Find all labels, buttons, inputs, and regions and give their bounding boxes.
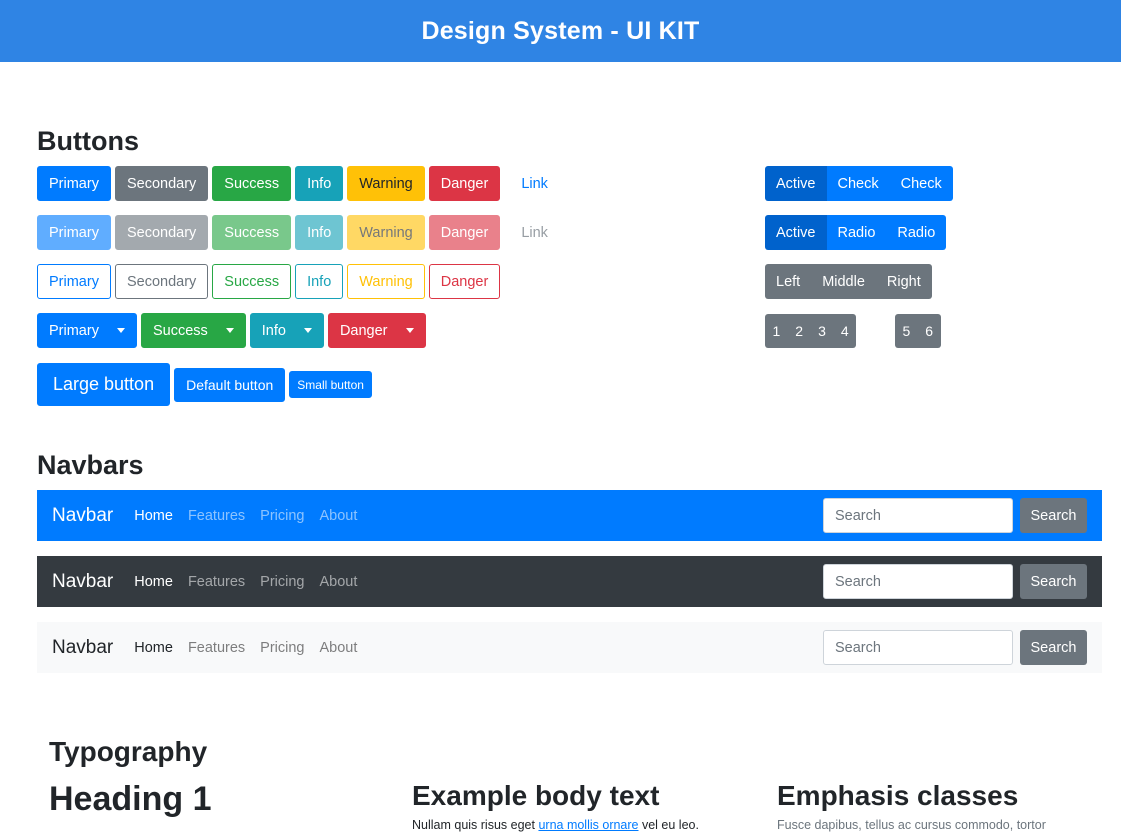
middle-button[interactable]: Middle xyxy=(811,264,876,299)
radio-button[interactable]: Radio xyxy=(827,215,887,250)
navbars-heading: Navbars xyxy=(37,450,144,481)
pagination-group-b: 5 6 xyxy=(895,314,941,348)
caret-down-icon xyxy=(406,328,414,333)
nav-link-about[interactable]: About xyxy=(320,508,358,524)
navbar-dark: Navbar Home Features Pricing About Searc… xyxy=(37,556,1102,607)
danger-dropdown-button[interactable]: Danger xyxy=(328,313,426,348)
nav-link-home[interactable]: Home xyxy=(134,574,173,590)
caret-down-icon xyxy=(117,328,125,333)
warning-button-disabled: Warning xyxy=(347,215,424,250)
primary-button-disabled: Primary xyxy=(37,215,111,250)
search-input[interactable]: Search xyxy=(823,498,1013,533)
search-button[interactable]: Search xyxy=(1020,630,1087,665)
radio-active-button[interactable]: Active xyxy=(765,215,827,250)
primary-button[interactable]: Primary xyxy=(37,166,111,201)
nav-link-about[interactable]: About xyxy=(320,574,358,590)
right-button[interactable]: Right xyxy=(876,264,932,299)
button-sizes-row: Large button Default button Small button xyxy=(37,363,372,406)
success-dropdown-button[interactable]: Success xyxy=(141,313,246,348)
emphasis-heading: Emphasis classes xyxy=(777,780,1018,812)
search-button[interactable]: Search xyxy=(1020,498,1087,533)
body-text-heading: Example body text xyxy=(412,780,659,812)
page-button[interactable]: 5 xyxy=(895,314,918,348)
success-dropdown-label: Success xyxy=(153,323,208,339)
body-text-paragraph: Nullam quis risus eget urna mollis ornar… xyxy=(412,818,699,832)
page-button[interactable]: 1 xyxy=(765,314,788,348)
page-button[interactable]: 3 xyxy=(811,314,834,348)
page-button[interactable]: 4 xyxy=(833,314,856,348)
left-button[interactable]: Left xyxy=(765,264,811,299)
info-dropdown-label: Info xyxy=(262,323,286,339)
caret-down-icon xyxy=(304,328,312,333)
emphasis-muted-text: Fusce dapibus, tellus ac cursus commodo,… xyxy=(777,818,1046,832)
heading-1-sample: Heading 1 xyxy=(49,780,211,819)
body-text-link[interactable]: urna mollis ornare xyxy=(538,818,638,832)
search-button[interactable]: Search xyxy=(1020,564,1087,599)
body-text-start: Nullam quis risus eget xyxy=(412,818,538,832)
solid-buttons-row: Primary Secondary Success Info Warning D… xyxy=(37,166,565,201)
caret-down-icon xyxy=(226,328,234,333)
navbar-brand[interactable]: Navbar xyxy=(52,505,113,527)
nav-link-features[interactable]: Features xyxy=(188,574,245,590)
secondary-button-disabled: Secondary xyxy=(115,215,208,250)
outline-buttons-row: Primary Secondary Success Info Warning D… xyxy=(37,264,500,299)
small-button[interactable]: Small button xyxy=(289,371,372,398)
typography-heading: Typography xyxy=(49,736,207,768)
success-button[interactable]: Success xyxy=(212,166,291,201)
nav-link-features[interactable]: Features xyxy=(188,508,245,524)
primary-dropdown-label: Primary xyxy=(49,323,99,339)
success-button-disabled: Success xyxy=(212,215,291,250)
buttons-heading: Buttons xyxy=(37,126,139,157)
primary-dropdown-button[interactable]: Primary xyxy=(37,313,137,348)
info-dropdown-button[interactable]: Info xyxy=(250,313,324,348)
default-button[interactable]: Default button xyxy=(174,368,285,402)
navbar-brand[interactable]: Navbar xyxy=(52,637,113,659)
nav-link-pricing[interactable]: Pricing xyxy=(260,574,304,590)
page-header: Design System - UI KIT xyxy=(0,0,1121,62)
nav-link-pricing[interactable]: Pricing xyxy=(260,640,304,656)
navbar-brand[interactable]: Navbar xyxy=(52,571,113,593)
navbar-light: Navbar Home Features Pricing About Searc… xyxy=(37,622,1102,673)
danger-button[interactable]: Danger xyxy=(429,166,501,201)
radio-button[interactable]: Radio xyxy=(886,215,946,250)
search-input[interactable]: Search xyxy=(823,564,1013,599)
navbar-primary: Navbar Home Features Pricing About Searc… xyxy=(37,490,1102,541)
left-middle-right-group: Left Middle Right xyxy=(765,264,932,299)
info-button-disabled: Info xyxy=(295,215,343,250)
body-text-end: vel eu leo. xyxy=(639,818,699,832)
check-button[interactable]: Check xyxy=(890,166,953,201)
danger-outline-button[interactable]: Danger xyxy=(429,264,501,299)
link-button-disabled: Link xyxy=(504,215,565,250)
link-button[interactable]: Link xyxy=(504,166,565,201)
disabled-buttons-row: Primary Secondary Success Info Warning D… xyxy=(37,215,565,250)
info-button[interactable]: Info xyxy=(295,166,343,201)
secondary-outline-button[interactable]: Secondary xyxy=(115,264,208,299)
nav-link-home[interactable]: Home xyxy=(134,640,173,656)
success-outline-button[interactable]: Success xyxy=(212,264,291,299)
check-button[interactable]: Check xyxy=(827,166,890,201)
nav-link-pricing[interactable]: Pricing xyxy=(260,508,304,524)
page-button[interactable]: 2 xyxy=(788,314,811,348)
nav-link-features[interactable]: Features xyxy=(188,640,245,656)
page-title: Design System - UI KIT xyxy=(421,17,699,46)
dropdown-buttons-row: Primary Success Info Danger xyxy=(37,313,426,348)
warning-outline-button[interactable]: Warning xyxy=(347,264,424,299)
info-outline-button[interactable]: Info xyxy=(295,264,343,299)
secondary-button[interactable]: Secondary xyxy=(115,166,208,201)
primary-outline-button[interactable]: Primary xyxy=(37,264,111,299)
warning-button[interactable]: Warning xyxy=(347,166,424,201)
page-button[interactable]: 6 xyxy=(918,314,941,348)
search-input[interactable]: Search xyxy=(823,630,1013,665)
radio-button-group: Active Radio Radio xyxy=(765,215,946,250)
large-button[interactable]: Large button xyxy=(37,363,170,406)
pagination-group-a: 1 2 3 4 xyxy=(765,314,856,348)
danger-dropdown-label: Danger xyxy=(340,323,388,339)
nav-link-home[interactable]: Home xyxy=(134,508,173,524)
check-active-button[interactable]: Active xyxy=(765,166,827,201)
danger-button-disabled: Danger xyxy=(429,215,501,250)
checkbox-button-group: Active Check Check xyxy=(765,166,953,201)
nav-link-about[interactable]: About xyxy=(320,640,358,656)
